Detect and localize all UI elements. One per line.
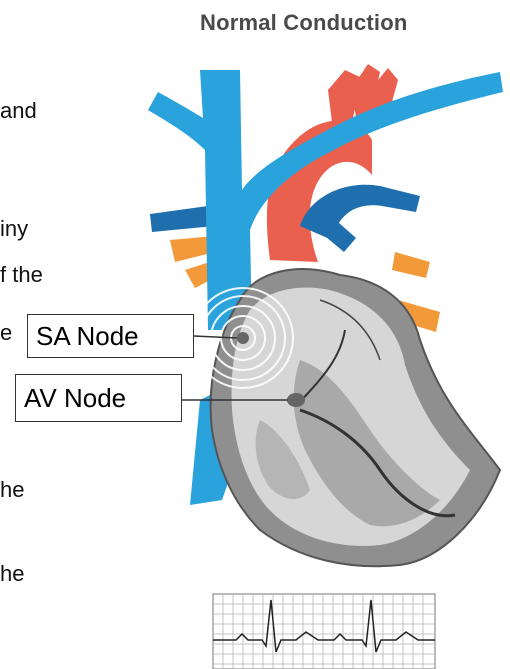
heart-body bbox=[211, 269, 500, 566]
av-node-label: AV Node bbox=[15, 374, 182, 422]
sa-node-label: SA Node bbox=[27, 314, 194, 358]
ecg-strip bbox=[213, 594, 435, 669]
sa-node-dot bbox=[237, 332, 249, 344]
av-node-dot bbox=[287, 393, 305, 407]
